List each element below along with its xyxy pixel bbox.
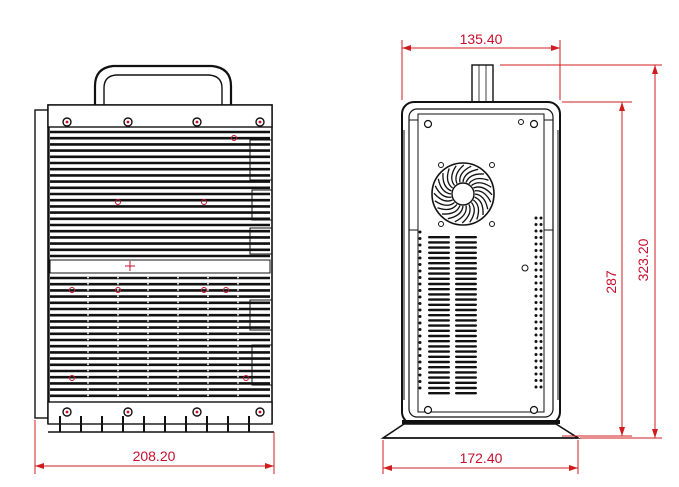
side-back-plate	[34, 109, 50, 419]
side-view: 208.20	[34, 64, 275, 474]
dimension-label-208: 208.20	[133, 448, 176, 464]
vent-slots	[418, 216, 543, 395]
dimension-label-323: 323.20	[635, 238, 651, 281]
dimension-front-top: 135.40	[401, 31, 561, 100]
base-bracket	[380, 423, 581, 439]
middle-band	[49, 259, 271, 274]
front-corner-holes	[423, 119, 539, 415]
dimension-overall-height: 323.20	[500, 64, 662, 439]
mounting-screws	[62, 117, 265, 417]
dimension-side-width: 208.20	[34, 420, 275, 474]
heatsink-fins	[50, 130, 273, 398]
mounting-feet	[59, 416, 250, 432]
top-mount-bar	[47, 104, 273, 128]
front-panel	[417, 113, 545, 413]
dimension-inner-height: 287	[562, 101, 632, 437]
bottom-mount-bar	[47, 401, 273, 425]
cooling-fan	[431, 162, 495, 227]
front-housing-inner	[408, 108, 554, 418]
carry-handle-inner	[103, 74, 223, 106]
front-view: 135.40 172.40 287 323.20	[380, 31, 662, 474]
corner-bracket-tr	[543, 119, 553, 231]
dimension-label-287: 287	[603, 270, 619, 294]
corner-bracket-tl	[409, 119, 419, 231]
dimension-label-135: 135.40	[460, 31, 503, 47]
dimension-label-172: 172.40	[460, 450, 503, 466]
top-connector	[471, 64, 494, 106]
carry-handle	[93, 64, 233, 106]
dimension-front-base: 172.40	[382, 440, 579, 474]
